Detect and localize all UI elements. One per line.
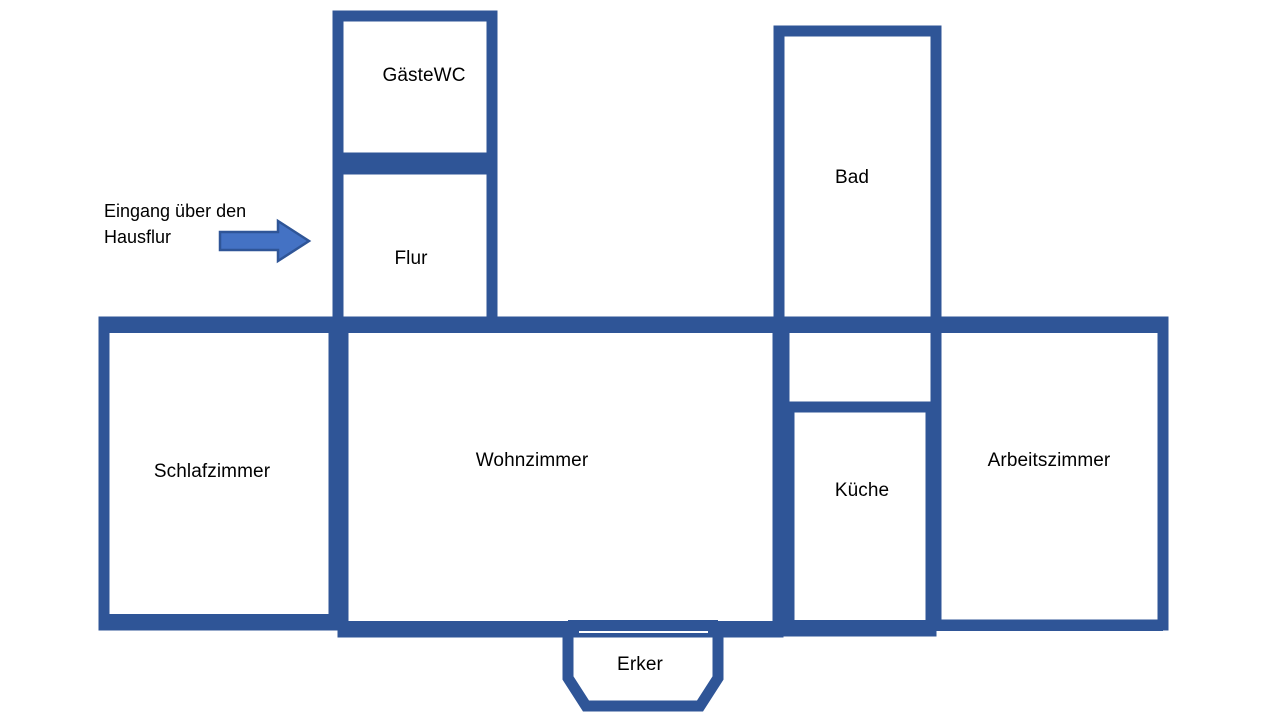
wall-erker-lintel bbox=[568, 620, 718, 631]
room-label-erker: Erker bbox=[617, 654, 663, 675]
room-label-bad: Bad bbox=[834, 167, 870, 188]
room-outline-gaestewc bbox=[332, 10, 498, 164]
wall-main-bottom-right bbox=[778, 620, 1163, 631]
room-label-gaestewc: GästeWC bbox=[382, 65, 466, 86]
wall-wohnzimmer-bottom bbox=[343, 621, 778, 632]
wall-main-top bbox=[104, 322, 1163, 333]
room-outline-flur bbox=[332, 163, 498, 328]
room-label-arbeitszimmer: Arbeitszimmer bbox=[987, 450, 1111, 471]
wall-main-bottom-left bbox=[104, 614, 340, 625]
room-label-wohnzimmer: Wohnzimmer bbox=[475, 450, 589, 471]
room-outline-wohnzimmer bbox=[337, 316, 784, 638]
room-outline-kueche bbox=[783, 401, 937, 637]
room-outline-abstellraum bbox=[778, 316, 942, 413]
entrance-annotation-text: Eingang über den Hausflur bbox=[104, 201, 247, 248]
room-outline-arbeitszimmer bbox=[930, 316, 1169, 631]
entrance-arrow-icon bbox=[218, 218, 312, 264]
room-label-kueche: Küche bbox=[834, 480, 890, 501]
room-label-flur: Flur bbox=[394, 248, 428, 269]
room-label-schlafzimmer: Schlafzimmer bbox=[153, 461, 271, 482]
